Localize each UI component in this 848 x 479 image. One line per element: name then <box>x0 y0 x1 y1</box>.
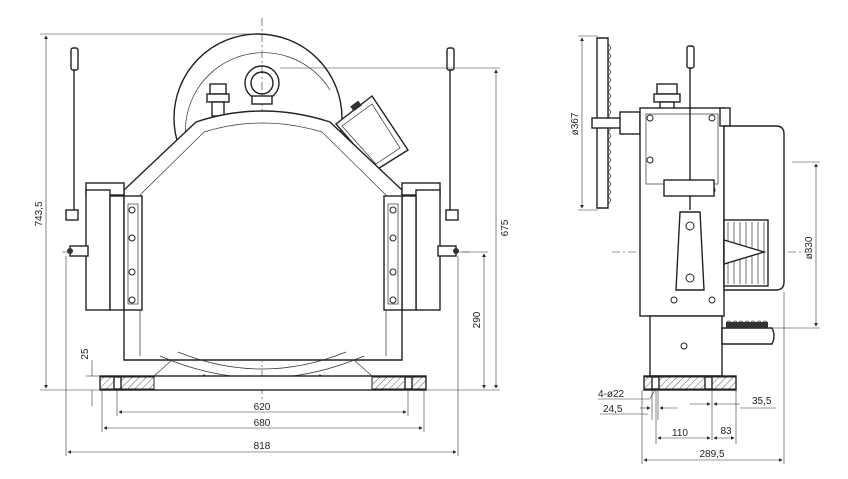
brake-lever <box>663 45 715 291</box>
breather-cap <box>209 83 227 95</box>
dim-4-holes: 4-ø22 <box>598 389 625 400</box>
side-view: ø367 <box>570 35 820 464</box>
cooling-fins <box>723 219 769 287</box>
dim-83: 83 <box>720 426 732 437</box>
left-brake <box>65 47 143 311</box>
dim-289: 289,5 <box>699 449 724 460</box>
dim-110: 110 <box>672 428 688 439</box>
handwheel <box>591 37 641 209</box>
dim-675: 675 <box>500 219 511 236</box>
dim-620: 620 <box>254 402 271 413</box>
motor-housing <box>123 110 403 361</box>
dim-24: 24,5 <box>603 404 623 415</box>
right-brake <box>383 47 459 311</box>
dim-680: 680 <box>254 418 271 429</box>
dim-818: 818 <box>254 441 271 452</box>
side-base <box>649 315 723 377</box>
dim-25: 25 <box>80 348 91 360</box>
dim-743: 743,5 <box>34 201 45 226</box>
front-view: 743,5 675 290 25 620 680 818 <box>34 18 511 456</box>
dim-35: 35,5 <box>752 396 772 407</box>
dim-290: 290 <box>472 311 483 328</box>
dim-367: ø367 <box>570 112 581 135</box>
side-sheave <box>721 320 775 345</box>
dim-330: ø330 <box>804 236 815 259</box>
